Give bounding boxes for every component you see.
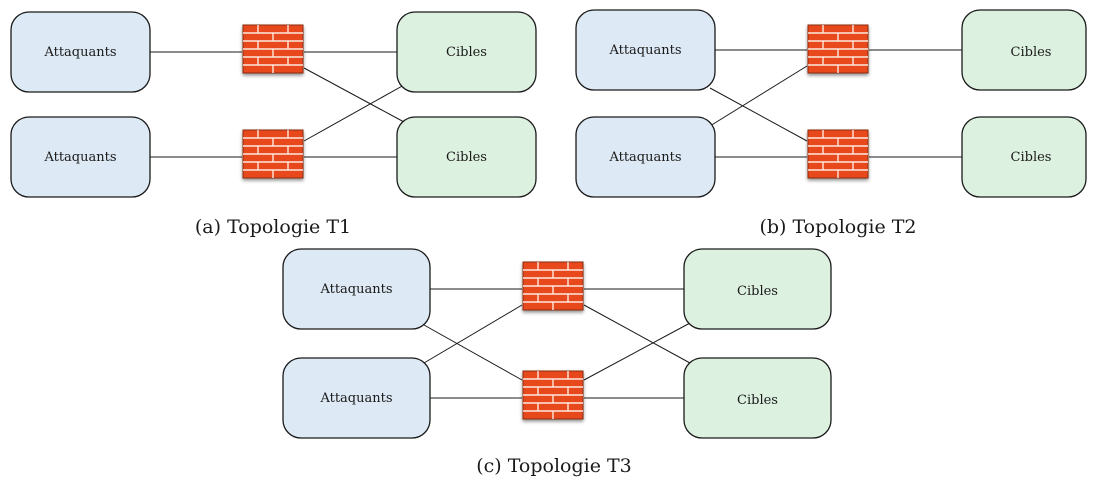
attackers-label: Attaquants <box>608 43 681 58</box>
firewall-icon <box>807 129 869 179</box>
targets-label: Cibles <box>1011 150 1052 165</box>
targets-label: Cibles <box>446 45 487 60</box>
link <box>709 65 808 127</box>
targets-node: Cibles <box>683 248 832 330</box>
firewall-icon <box>522 261 584 311</box>
attackers-label: Attaquants <box>319 282 392 297</box>
link <box>423 324 523 381</box>
attackers-label: Attaquants <box>43 150 116 165</box>
attackers-node: Attaquants <box>282 357 431 439</box>
caption-t3: (c) Topologie T3 <box>476 455 632 477</box>
caption-t2: (b) Topologie T2 <box>759 216 916 238</box>
attackers-node: Attaquants <box>575 9 716 91</box>
link <box>423 304 523 364</box>
firewall-icon <box>522 370 584 420</box>
targets-node: Cibles <box>961 9 1087 91</box>
targets-label: Cibles <box>1011 45 1052 60</box>
link <box>583 322 691 381</box>
targets-node: Cibles <box>396 116 537 198</box>
link <box>583 304 691 364</box>
targets-label: Cibles <box>737 393 778 408</box>
topology-t3: Attaquants Attaquants Cibles Cibles (c) … <box>282 248 832 477</box>
firewall-icon <box>807 24 869 74</box>
attackers-node: Attaquants <box>10 11 151 93</box>
targets-label: Cibles <box>737 284 778 299</box>
targets-label: Cibles <box>446 150 487 165</box>
topology-t2: Attaquants Attaquants Cibles Cibles (b) … <box>575 9 1087 238</box>
attackers-label: Attaquants <box>319 391 392 406</box>
attackers-label: Attaquants <box>43 45 116 60</box>
topology-t1: Attaquants Attaquants Cibles Cibles (a) … <box>10 11 537 238</box>
attackers-node: Attaquants <box>575 116 716 198</box>
attackers-node: Attaquants <box>10 116 151 198</box>
firewall-icon <box>242 24 304 74</box>
targets-node: Cibles <box>683 357 832 439</box>
targets-node: Cibles <box>961 116 1087 198</box>
caption-t1: (a) Topologie T1 <box>195 216 351 238</box>
firewall-icon <box>242 129 304 179</box>
attackers-node: Attaquants <box>282 248 431 330</box>
attackers-label: Attaquants <box>608 150 681 165</box>
link <box>303 67 405 123</box>
link <box>303 84 405 142</box>
link <box>709 87 808 142</box>
targets-node: Cibles <box>396 11 537 93</box>
